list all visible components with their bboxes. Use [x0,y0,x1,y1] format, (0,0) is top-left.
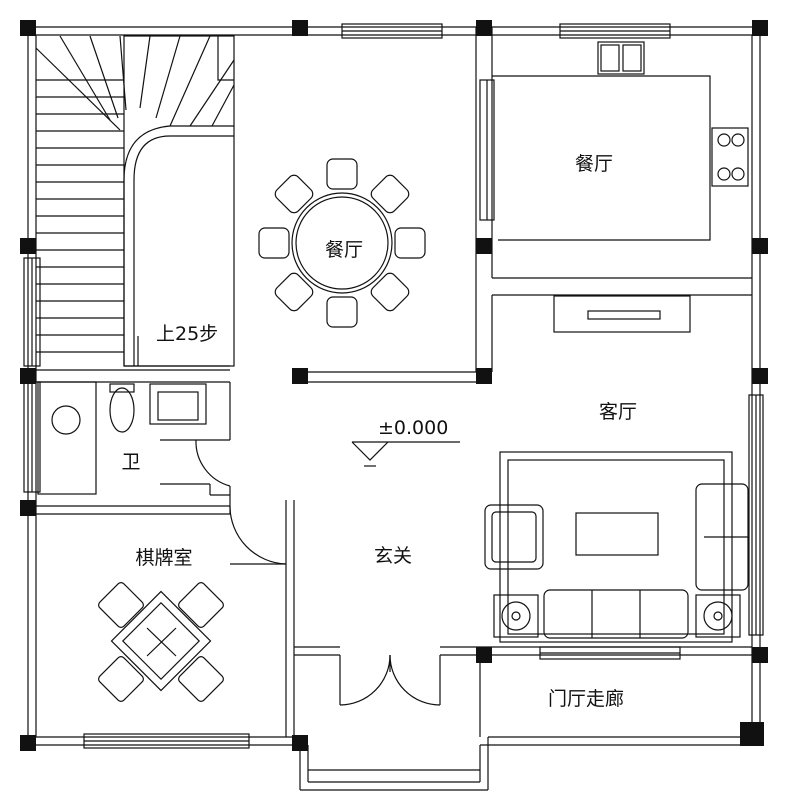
living-room-furniture [484,451,749,643]
structural-columns [20,20,768,751]
dining-table-round [291,192,393,294]
chess-table [98,582,224,702]
chess-room-door [229,505,287,565]
bathroom-fixtures [37,381,207,495]
room-label-dining-center: 餐厅 [325,239,363,261]
staircase [35,35,235,367]
stairs-note: 上25步 [156,323,218,345]
dining-chairs [258,158,426,328]
room-label-living: 客厅 [599,401,637,423]
bathroom-door [160,439,231,496]
windows [23,23,764,749]
room-label-corridor: 门厅走廊 [548,688,624,710]
elevation-marker [351,441,460,467]
room-label-chess-room: 棋牌室 [135,547,192,569]
room-label-dining-right: 餐厅 [575,153,613,175]
tv-cabinet [553,295,691,333]
room-label-bathroom: 卫 [121,451,140,473]
elevation-label: ±0.000 [378,417,448,439]
kitchen-counter [492,41,749,241]
room-label-foyer: 玄关 [374,545,412,567]
interior-walls [36,27,752,737]
entry-double-door [339,654,441,706]
